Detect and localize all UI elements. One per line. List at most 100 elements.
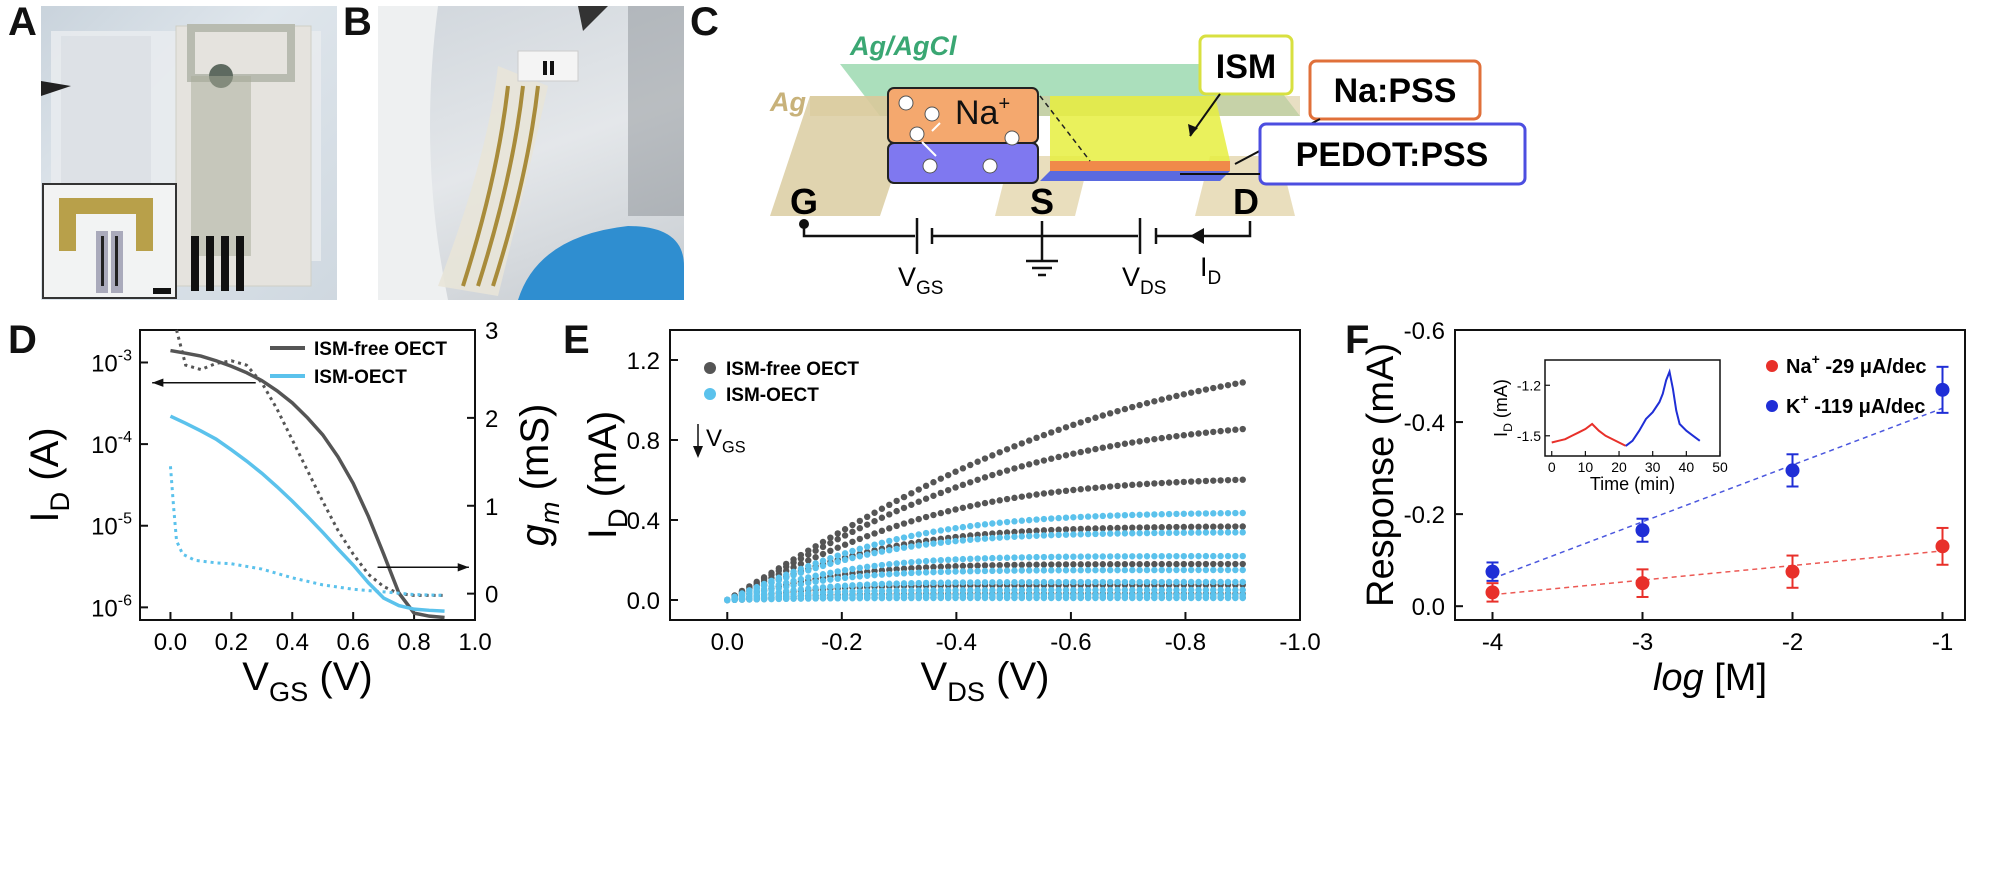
iv-curve-point <box>878 548 886 555</box>
iv-curve-point <box>1202 586 1210 594</box>
iv-curve-point <box>1187 566 1195 574</box>
iv-curve-point <box>974 501 981 508</box>
iv-curve-point <box>944 508 952 515</box>
iv-curve-point <box>1040 561 1048 568</box>
iv-curve-point <box>959 555 967 563</box>
iv-curve-point <box>849 565 856 573</box>
iv-curve-point <box>1129 530 1136 537</box>
ag-agcl-label: Ag/AgCl <box>849 31 957 61</box>
panel-label-b: B <box>343 0 372 44</box>
iv-curve-point <box>797 560 805 568</box>
iv-curve-point <box>1129 481 1136 489</box>
iv-curve-point <box>1129 439 1136 446</box>
iv-curve-point <box>878 514 886 521</box>
ag-electrode <box>770 96 920 216</box>
iv-curve-point <box>849 595 856 602</box>
iv-curve-point <box>1033 553 1040 561</box>
iv-curve-point <box>1077 578 1084 586</box>
iv-curve-point <box>944 486 952 494</box>
iv-curve-point <box>812 547 819 554</box>
iv-curve-point <box>805 557 812 564</box>
iv-curve-point <box>1003 586 1011 594</box>
iv-curve-point <box>974 586 981 594</box>
iv-curve-point <box>1187 594 1195 602</box>
iv-curve-point <box>878 594 886 602</box>
iv-curve-point <box>1165 529 1173 537</box>
iv-curve-point <box>900 534 908 541</box>
iv-curve-point <box>900 570 908 577</box>
iv-curve-point <box>1062 514 1070 521</box>
iv-curve-point <box>1062 586 1070 594</box>
iv-curve-point <box>1011 465 1018 472</box>
iv-curve-point <box>1195 529 1202 536</box>
iv-curve-point <box>1187 552 1195 560</box>
panel-label-a: A <box>8 0 37 44</box>
iv-curve-point <box>930 479 937 486</box>
iv-curve-point <box>863 563 871 571</box>
iv-curve-point <box>996 449 1003 456</box>
iv-curve-point <box>1151 398 1158 405</box>
panel-label-f: F <box>1345 318 1370 362</box>
series-line-d-0 <box>170 348 445 620</box>
iv-curve-point <box>819 543 827 551</box>
iv-curve-point <box>1033 578 1040 586</box>
iv-curve-point <box>797 569 805 576</box>
series-group-e-1 <box>724 509 1246 604</box>
iv-curve-point <box>1055 553 1062 561</box>
iv-curve-point <box>1011 554 1018 561</box>
device-photo-b-drawing <box>378 6 684 300</box>
iv-curve-point <box>1099 483 1107 491</box>
iv-curve-point <box>1129 566 1136 574</box>
iv-curve-point <box>1158 552 1165 560</box>
iv-curve-point <box>959 465 967 472</box>
y-tick-label-f: -0.6 <box>1404 320 1445 345</box>
iv-curve-point <box>1055 531 1062 539</box>
iv-curve-point <box>805 551 812 558</box>
inset-x-tick-label: 40 <box>1679 459 1695 475</box>
iv-curve-point <box>1055 426 1062 434</box>
iv-curve-point <box>900 493 908 501</box>
iv-curve-point <box>1025 586 1033 594</box>
iv-curve-point <box>1033 491 1040 498</box>
iv-curve-point <box>1165 578 1173 586</box>
iv-curve-point <box>1195 478 1202 485</box>
iv-curve-point <box>1003 579 1011 586</box>
y-tick-label-e: 0.0 <box>627 588 660 615</box>
iv-curve-point <box>1048 594 1055 602</box>
iv-curve-point <box>1143 560 1151 568</box>
ism-label: ISM <box>1216 48 1276 86</box>
iv-curve-point <box>981 455 989 462</box>
iv-curve-point <box>981 474 989 481</box>
iv-curve-point <box>819 584 827 591</box>
iv-curve-point <box>893 507 900 515</box>
iv-curve-point <box>834 544 841 551</box>
iv-curve-point <box>1224 594 1232 602</box>
iv-curve-point <box>1239 586 1246 594</box>
legend-label-e: ISM-OECT <box>726 385 819 406</box>
iv-curve-point <box>959 579 967 586</box>
y-axis-label-d: ID (A) <box>23 427 75 522</box>
iv-curve-point <box>1151 560 1158 568</box>
iv-curve-point <box>937 539 945 546</box>
iv-curve-point <box>1202 429 1210 436</box>
iv-curve-point <box>1062 424 1070 431</box>
iv-curve-point <box>871 530 878 537</box>
iv-curve-point <box>1099 553 1107 560</box>
iv-curve-point <box>1092 530 1099 538</box>
iv-curve-point <box>996 469 1003 476</box>
iv-curve-point <box>1158 586 1165 594</box>
iv-curve-point <box>1062 526 1070 533</box>
iv-curve-point <box>1129 511 1136 519</box>
iv-curve-point <box>782 574 790 581</box>
iv-curve-point <box>1055 586 1062 594</box>
iv-curve-point <box>967 502 974 510</box>
iv-curve-point <box>1239 523 1246 530</box>
inset-x-tick-label: 50 <box>1712 459 1728 475</box>
y-tick-label-d: 10-4 <box>91 429 132 459</box>
iv-curve-point <box>1158 529 1165 537</box>
iv-curve-point <box>1018 533 1026 540</box>
iv-curve-point <box>1151 511 1158 518</box>
iv-curve-point <box>1173 392 1180 400</box>
iv-curve-point <box>1003 594 1011 602</box>
iv-curve-point <box>893 535 900 543</box>
